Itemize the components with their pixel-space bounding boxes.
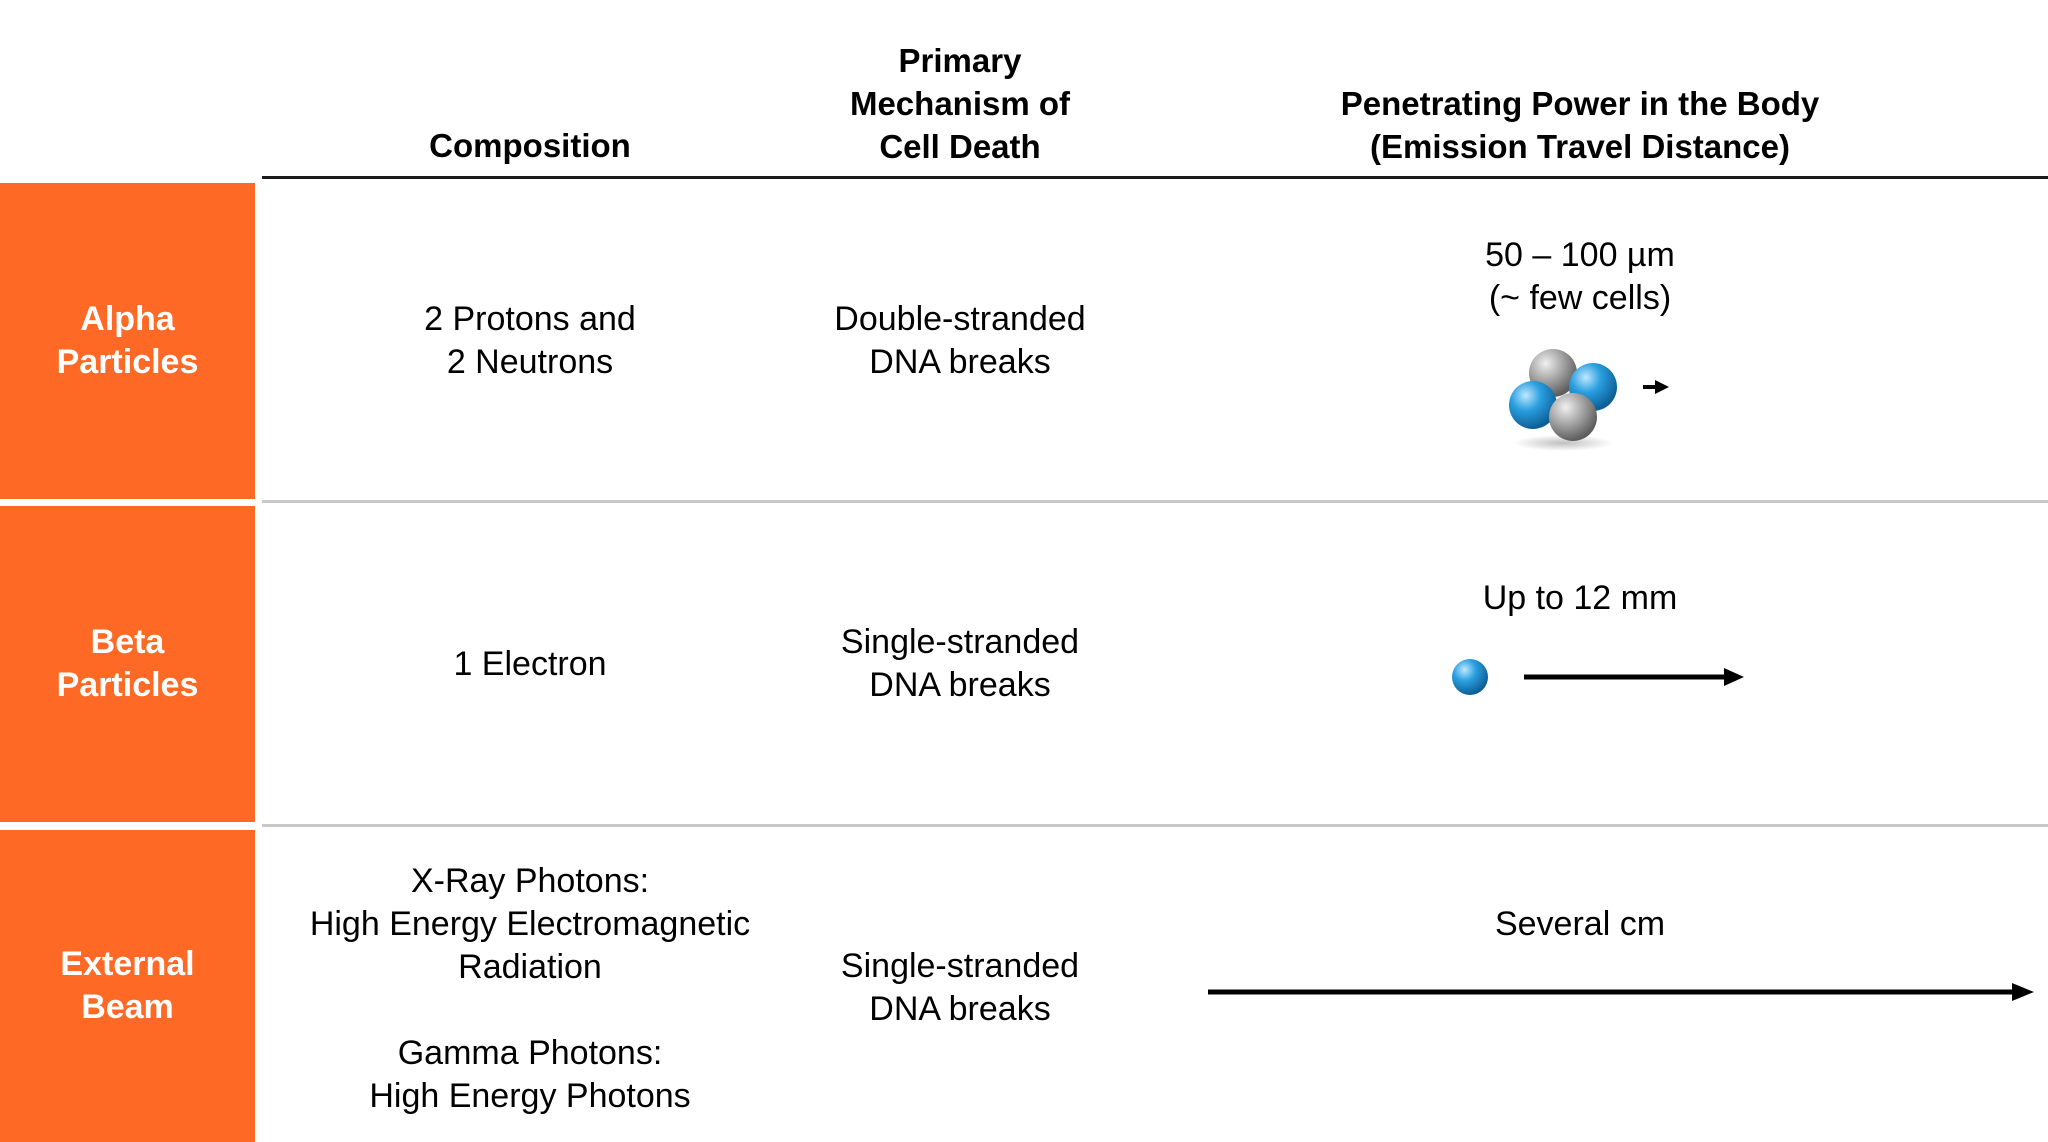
alpha-composition: 2 Protons and 2 Neutrons	[330, 183, 730, 499]
header-composition-text: Composition	[429, 127, 631, 164]
external-distance-line-1: Several cm	[1494, 905, 1666, 943]
external-composition-a-line-3: Radiation	[458, 948, 602, 986]
proton-sphere	[1509, 381, 1557, 429]
header-mechanism-line-1: Primary	[898, 42, 1022, 79]
beta-composition-line-1: 1 Electron	[453, 644, 607, 683]
arrow-icon	[1524, 668, 1744, 686]
external-composition-a-line-1: X-Ray Photons:	[410, 862, 650, 900]
electron-sphere	[1452, 659, 1488, 695]
alpha-particle-icon	[1509, 349, 1669, 451]
row-label-alpha: Alpha Particles	[0, 183, 255, 499]
alpha-mechanism-line-1: Double-stranded	[834, 300, 1086, 338]
row-divider-2	[262, 824, 2048, 827]
external-mechanism-line-2: DNA breaks	[869, 990, 1051, 1028]
external-composition-a-line-2: High Energy Electromagnetic	[309, 905, 751, 943]
external-composition: X-Ray Photons: High Energy Electromagnet…	[260, 860, 800, 1120]
header-composition: Composition	[330, 124, 730, 167]
external-beam-arrow-icon	[1208, 983, 2034, 1001]
beta-mechanism-line-1: Single-stranded	[840, 623, 1080, 661]
row-label-alpha-line-2: Particles	[56, 343, 199, 381]
row-label-external-line-2: Beam	[81, 988, 174, 1026]
alpha-composition-line-2: 2 Neutrons	[446, 343, 614, 381]
header-rule	[262, 176, 2048, 179]
beta-mechanism-line-2: DNA breaks	[869, 666, 1051, 704]
header-mechanism: Primary Mechanism of Cell Death	[760, 39, 1160, 168]
row-divider-1	[262, 500, 2048, 503]
alpha-composition-line-1: 2 Protons and	[424, 300, 636, 338]
row-label-beta-line-1: Beta	[90, 623, 165, 661]
row-label-external-line-1: External	[60, 945, 195, 983]
row-label-external-beam: External Beam	[0, 830, 255, 1142]
external-distance: Several cm	[1380, 903, 1780, 946]
neutron-sphere	[1549, 393, 1597, 441]
beta-distance-line-1: Up to 12 mm	[1482, 579, 1678, 617]
alpha-mechanism: Double-stranded DNA breaks	[760, 183, 1160, 499]
external-composition-b-line-2: High Energy Photons	[369, 1077, 691, 1115]
beta-mechanism: Single-stranded DNA breaks	[760, 506, 1160, 822]
row-label-beta-line-2: Particles	[56, 666, 199, 704]
header-penetration: Penetrating Power in the Body (Emission …	[1200, 82, 1960, 168]
external-composition-b-line-1: Gamma Photons:	[397, 1034, 663, 1072]
beta-distance: Up to 12 mm	[1380, 577, 1780, 620]
header-mechanism-line-2: Mechanism of	[849, 85, 1071, 122]
header-penetration-line-1: Penetrating Power in the Body	[1340, 85, 1820, 122]
beta-composition: 1 Electron	[330, 506, 730, 822]
header-penetration-line-2: (Emission Travel Distance)	[1370, 128, 1790, 165]
row-label-beta: Beta Particles	[0, 506, 255, 822]
external-mechanism-line-1: Single-stranded	[840, 947, 1080, 985]
alpha-distance-line-2: (~ few cells)	[1488, 279, 1672, 317]
row-label-alpha-line-1: Alpha	[80, 300, 175, 338]
beta-electron-icon	[1452, 659, 1744, 695]
alpha-distance-line-1: 50 – 100 µm	[1485, 236, 1675, 274]
alpha-mechanism-line-2: DNA breaks	[869, 343, 1051, 381]
arrow-icon	[1643, 380, 1669, 394]
header-mechanism-line-3: Cell Death	[879, 128, 1041, 165]
alpha-distance: 50 – 100 µm (~ few cells)	[1380, 234, 1780, 320]
external-mechanism: Single-stranded DNA breaks	[760, 945, 1160, 1031]
